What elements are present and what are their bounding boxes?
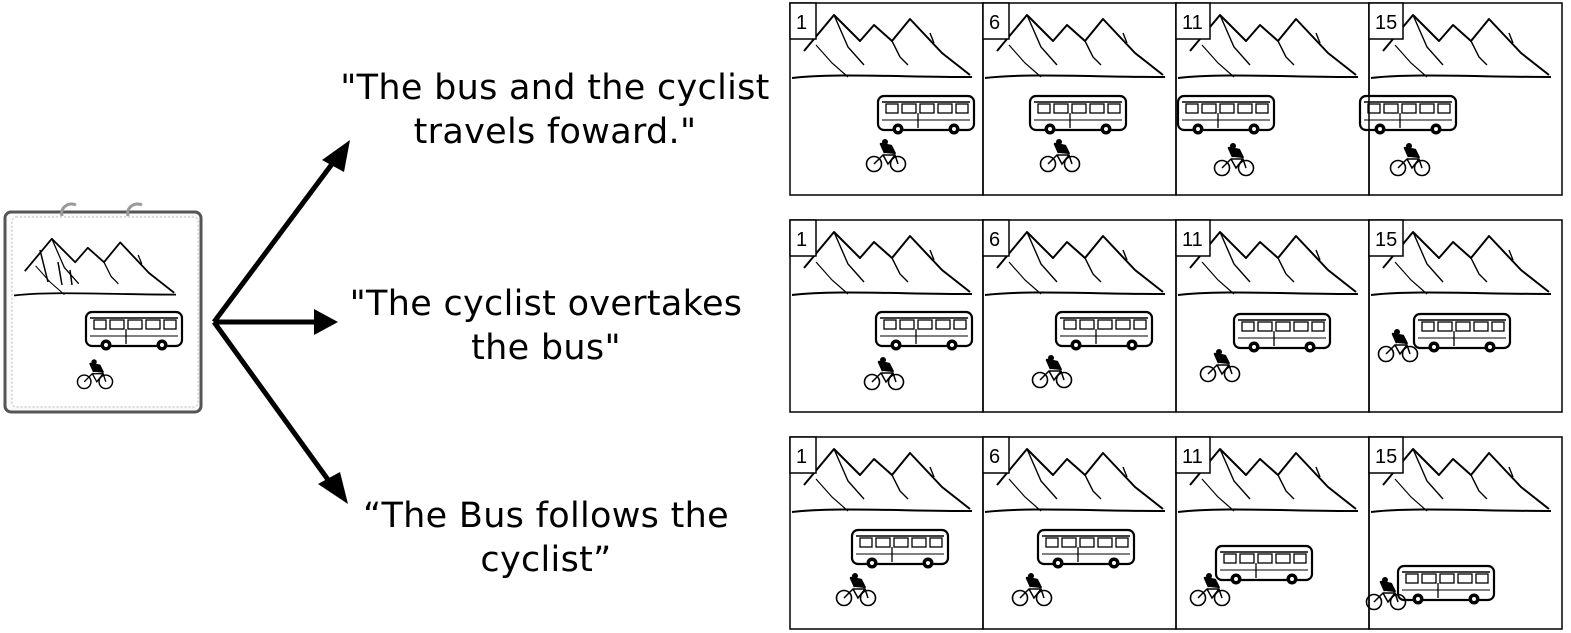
frame-number-box <box>789 219 817 257</box>
bus <box>876 94 976 136</box>
cyclist <box>1031 353 1073 389</box>
frame-border <box>1368 219 1563 413</box>
frame-border <box>1368 436 1563 630</box>
cyclist <box>1213 141 1255 177</box>
frame-number-box <box>1368 436 1404 474</box>
prompt-text-2: "The cyclist overtakes the bus" <box>316 282 776 370</box>
bus <box>1028 94 1128 136</box>
frame-number: 15 <box>1375 446 1397 468</box>
cyclist <box>1039 137 1081 173</box>
frame-number: 11 <box>1182 229 1203 251</box>
frame-number-box <box>789 2 817 40</box>
prompt-line: cyclist” <box>480 540 612 580</box>
frame-number: 11 <box>1182 12 1203 34</box>
prompt-line: “The Bus follows the <box>363 496 729 536</box>
sketch-bus <box>84 310 184 352</box>
frame-number: 6 <box>989 229 1000 251</box>
prompt-line: the bus" <box>471 328 621 368</box>
bus <box>1214 544 1314 586</box>
branch-arrows <box>211 140 350 504</box>
prompt-text-3: “The Bus follows the cyclist” <box>316 494 776 582</box>
prompt-line: travels foward." <box>413 112 697 152</box>
cyclist <box>1389 141 1431 177</box>
mountain-scene <box>984 231 1166 296</box>
frame-strip-3: 1 6 11 15 <box>789 436 1563 630</box>
frame-number: 1 <box>796 229 807 251</box>
cyclist <box>835 571 877 607</box>
video-frame <box>984 448 1166 607</box>
mountain-scene <box>791 231 973 296</box>
prompt-text-1: "The bus and the cyclist travels foward.… <box>325 66 785 154</box>
cyclist <box>1199 347 1241 383</box>
bus <box>1176 94 1276 136</box>
frame-number-box <box>982 436 1010 474</box>
frame-number-box <box>1175 2 1211 40</box>
bus <box>1412 312 1512 354</box>
frame-number-box <box>1368 219 1404 257</box>
frame-number-box <box>982 219 1010 257</box>
frame-number-box <box>789 436 817 474</box>
frame-number-box <box>982 2 1010 40</box>
bus <box>1054 310 1154 352</box>
binder-ring-icon <box>126 202 143 217</box>
video-frame <box>984 231 1166 389</box>
frame-strip-1: 1 6 11 15 <box>789 2 1563 196</box>
frame-number: 1 <box>796 446 807 468</box>
bus <box>1358 94 1458 136</box>
prompt-line: "The bus and the cyclist <box>340 68 770 108</box>
cyclist <box>865 137 907 173</box>
arrowhead-icon <box>314 309 338 335</box>
bus <box>1036 528 1136 570</box>
bus <box>850 528 950 570</box>
frame-number-box <box>1175 436 1211 474</box>
sketchbook <box>3 202 203 414</box>
mountain-scene <box>791 14 973 79</box>
frame-number: 1 <box>796 12 807 34</box>
frame-number: 6 <box>989 446 1000 468</box>
frame-number-box <box>1368 2 1404 40</box>
bus <box>1232 312 1332 354</box>
arrowhead-icon <box>322 140 350 172</box>
frame-border <box>1368 2 1563 196</box>
video-frame <box>984 14 1166 173</box>
bus <box>1396 564 1496 606</box>
binder-ring-icon <box>60 202 77 217</box>
frame-number: 11 <box>1182 446 1203 468</box>
cyclist <box>863 355 905 391</box>
cyclist <box>1011 571 1053 607</box>
frame-number: 15 <box>1375 229 1397 251</box>
frame-number: 15 <box>1375 12 1397 34</box>
arrowhead-icon <box>318 472 348 504</box>
bus <box>874 310 974 352</box>
video-frame <box>791 448 973 607</box>
frame-number-box <box>1175 219 1211 257</box>
arrow-to-prompt-1 <box>211 154 341 324</box>
mountain-scene <box>791 448 973 513</box>
cyclist <box>1377 327 1419 363</box>
mountain-scene <box>984 448 1166 513</box>
video-frame <box>791 14 976 173</box>
video-frame <box>791 231 974 391</box>
frame-strip-2: 1 6 11 15 <box>789 219 1563 413</box>
prompt-line: "The cyclist overtakes <box>349 284 743 324</box>
arrow-to-prompt-3 <box>211 320 337 490</box>
frame-number: 6 <box>989 12 1000 34</box>
mountain-scene <box>984 14 1166 79</box>
